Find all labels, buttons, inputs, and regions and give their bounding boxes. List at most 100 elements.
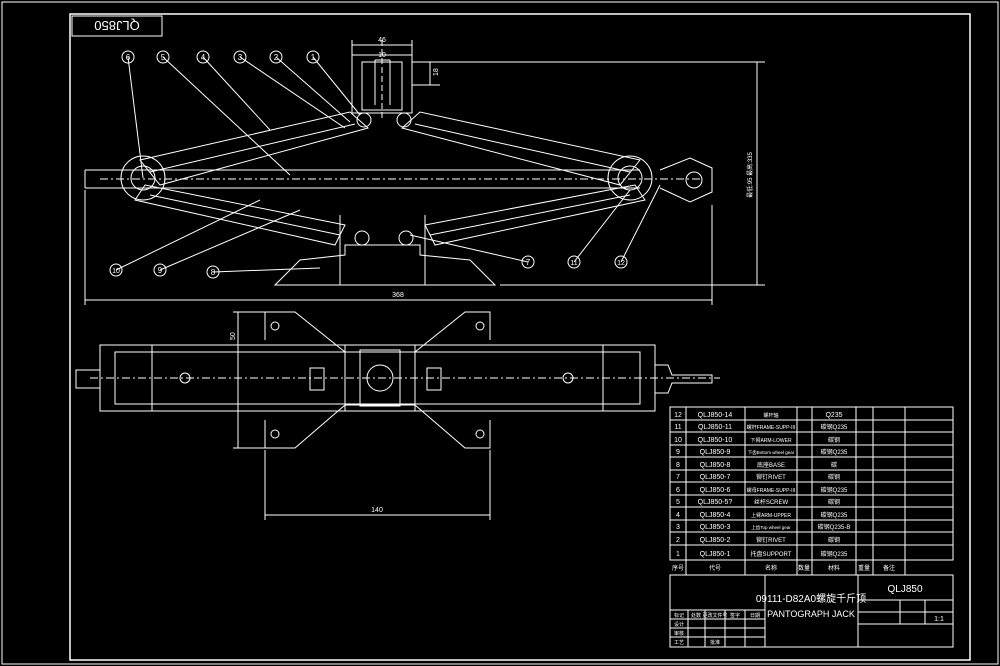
svg-text:碳钢: 碳钢 — [828, 436, 840, 444]
svg-text:代号: 代号 — [709, 564, 721, 572]
bom-header: 序号 代号 名称 数量 材料 重量 备注 — [672, 564, 895, 572]
svg-text:下臂ARM-LOWER: 下臂ARM-LOWER — [750, 437, 792, 444]
stamp-text: QLJ850 — [94, 18, 140, 33]
svg-text:丝杆SCREW: 丝杆SCREW — [754, 498, 789, 506]
svg-text:QLJ850-3: QLJ850-3 — [700, 524, 731, 531]
svg-text:碳钢Q235: 碳钢Q235 — [821, 448, 848, 456]
balloon: 2 — [269, 50, 283, 64]
svg-text:碳钢Q235-B: 碳钢Q235-B — [818, 523, 851, 531]
svg-text:碳钢: 碳钢 — [828, 498, 840, 506]
svg-text:QLJ850-9: QLJ850-9 — [700, 449, 731, 456]
svg-text:6: 6 — [126, 53, 131, 62]
svg-text:设计: 设计 — [674, 621, 684, 628]
svg-text:QLJ850-8: QLJ850-8 — [700, 462, 731, 469]
svg-text:材料: 材料 — [828, 564, 840, 572]
svg-text:碳钢Q235: 碳钢Q235 — [821, 550, 848, 558]
svg-text:螺杆轴: 螺杆轴 — [763, 412, 778, 419]
svg-text:螺杆FRAME-SUPP-III: 螺杆FRAME-SUPP-III — [747, 424, 796, 431]
svg-text:铆钉RIVET: 铆钉RIVET — [756, 473, 786, 481]
svg-text:5: 5 — [676, 499, 680, 506]
svg-text:7: 7 — [526, 258, 531, 267]
svg-text:重量: 重量 — [858, 564, 870, 572]
table-row: 12 QLJ850-14 螺杆轴 Q235 — [674, 412, 843, 419]
dim-side-height: 50 — [230, 332, 237, 340]
top-view — [75, 311, 720, 520]
svg-text:审核: 审核 — [674, 630, 684, 637]
svg-text:Q235: Q235 — [825, 412, 842, 419]
svg-text:QLJ850-5?: QLJ850-5? — [698, 499, 733, 506]
balloon: 4 — [196, 50, 210, 64]
svg-text:数量: 数量 — [798, 564, 810, 572]
drawing-title-en: PANTOGRAPH JACK — [767, 609, 855, 619]
drawing-scale: 1:1 — [934, 616, 944, 623]
svg-text:10: 10 — [674, 437, 682, 444]
svg-text:托盘SUPPORT: 托盘SUPPORT — [751, 550, 792, 558]
front-view — [84, 40, 765, 305]
dim-base-length: 140 — [371, 507, 383, 514]
table-row: 6 QLJ850-6 螺母FRAME-SUPP-III 碳钢Q235 — [676, 486, 848, 494]
svg-text:4: 4 — [201, 53, 206, 62]
balloon: 9 — [153, 263, 167, 277]
svg-text:上臂ARM-UPPER: 上臂ARM-UPPER — [751, 512, 791, 519]
svg-text:12: 12 — [674, 412, 682, 419]
svg-text:9: 9 — [158, 266, 163, 275]
svg-text:碳: 碳 — [831, 461, 837, 469]
svg-text:2: 2 — [274, 53, 279, 62]
dim-top-width: 46 — [378, 37, 386, 44]
title-block — [669, 574, 954, 648]
drawing-code: QLJ850 — [887, 584, 922, 595]
balloon: 8 — [206, 265, 220, 279]
svg-text:碳钢Q235: 碳钢Q235 — [821, 486, 848, 494]
table-row: 1 QLJ850-1 托盘SUPPORT 碳钢Q235 — [676, 550, 848, 558]
svg-text:QLJ850-1: QLJ850-1 — [700, 551, 731, 558]
balloon: 7 — [521, 255, 535, 269]
svg-text:更改文件号: 更改文件号 — [702, 612, 727, 619]
svg-text:工艺: 工艺 — [674, 640, 684, 646]
svg-text:底座BASE: 底座BASE — [757, 461, 785, 469]
balloon: 1 — [306, 50, 320, 64]
inner-frame — [69, 13, 971, 661]
svg-text:12: 12 — [617, 260, 625, 267]
svg-text:9: 9 — [676, 449, 680, 456]
svg-text:11: 11 — [570, 260, 577, 267]
bom-table — [669, 406, 954, 575]
balloon: 5 — [156, 50, 170, 64]
balloon: 3 — [233, 50, 247, 64]
svg-text:碳钢: 碳钢 — [828, 473, 840, 481]
svg-text:QLJ850-11: QLJ850-11 — [698, 424, 732, 431]
svg-text:上齿Top wheel gear: 上齿Top wheel gear — [751, 524, 791, 531]
svg-text:10: 10 — [112, 268, 120, 275]
svg-text:QLJ850-4: QLJ850-4 — [700, 512, 731, 519]
svg-text:11: 11 — [674, 424, 681, 431]
svg-text:处数: 处数 — [691, 612, 701, 619]
dim-overall-length: 368 — [392, 292, 404, 299]
stamp-box — [71, 15, 163, 37]
balloon: 10 — [109, 263, 123, 277]
svg-text:QLJ850-6: QLJ850-6 — [700, 487, 731, 494]
svg-text:QLJ850-14: QLJ850-14 — [698, 412, 733, 419]
svg-text:6: 6 — [676, 487, 680, 494]
svg-text:QLJ850-2: QLJ850-2 — [700, 537, 731, 544]
balloons: 6 5 4 3 2 1 10 9 8 7 11 12 — [109, 50, 628, 279]
svg-text:2: 2 — [676, 537, 680, 544]
svg-text:批准: 批准 — [710, 639, 720, 646]
svg-text:4: 4 — [676, 512, 680, 519]
dim-top-height: 18 — [433, 68, 440, 76]
balloon: 6 — [121, 50, 135, 64]
svg-text:序号: 序号 — [672, 564, 684, 572]
svg-text:备注: 备注 — [883, 564, 895, 572]
svg-text:1: 1 — [676, 551, 680, 558]
sign-labels: 标记 处数 更改文件号 签字 日期 — [674, 612, 760, 619]
svg-text:铆钉RIVET: 铆钉RIVET — [756, 536, 786, 544]
svg-text:7: 7 — [676, 474, 680, 481]
svg-text:螺母FRAME-SUPP-III: 螺母FRAME-SUPP-III — [747, 487, 796, 494]
